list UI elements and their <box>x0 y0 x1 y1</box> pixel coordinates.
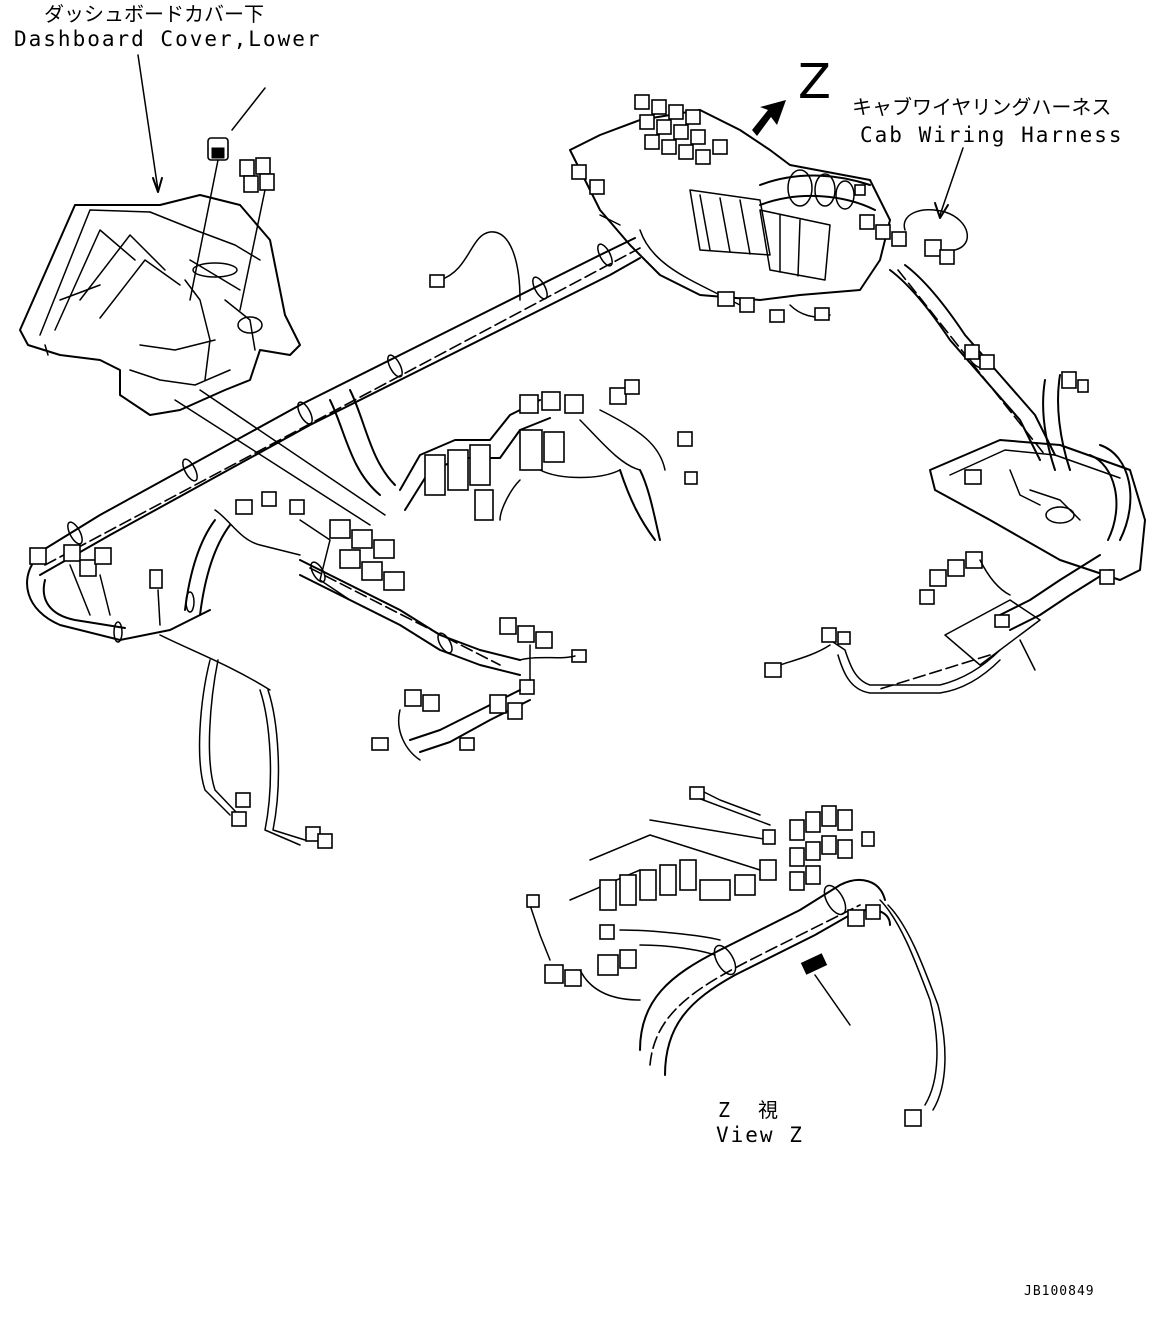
dashboard-cover-leaders <box>137 54 275 311</box>
cab-harness-en-label: Cab Wiring Harness <box>860 123 1124 147</box>
fuse-relay-area <box>569 94 969 323</box>
dashboard-cover-jp-label: ダッシュボードカバー下 <box>44 2 264 26</box>
view-z-inset <box>526 786 946 1127</box>
main-harness-trunk <box>26 231 641 643</box>
view-marker-z: Z <box>798 54 831 110</box>
dashboard-cover-en-label: Dashboard Cover,Lower <box>14 27 322 51</box>
view-z-en-label: View Z <box>716 1123 804 1147</box>
center-branches <box>174 389 587 761</box>
lower-left-leads <box>159 634 333 849</box>
view-z-jp-label: Z 視 <box>718 1098 783 1122</box>
cab-harness-jp-label: キャブワイヤリングハーネス <box>852 95 1112 119</box>
drawing-code: JB100849 <box>1024 1284 1095 1299</box>
dashboard-cover-lower <box>19 194 301 416</box>
center-connector-bundle <box>399 379 698 541</box>
view-z-arrow <box>752 100 786 136</box>
right-harness <box>764 264 1146 694</box>
cab-harness-leader <box>934 147 964 219</box>
